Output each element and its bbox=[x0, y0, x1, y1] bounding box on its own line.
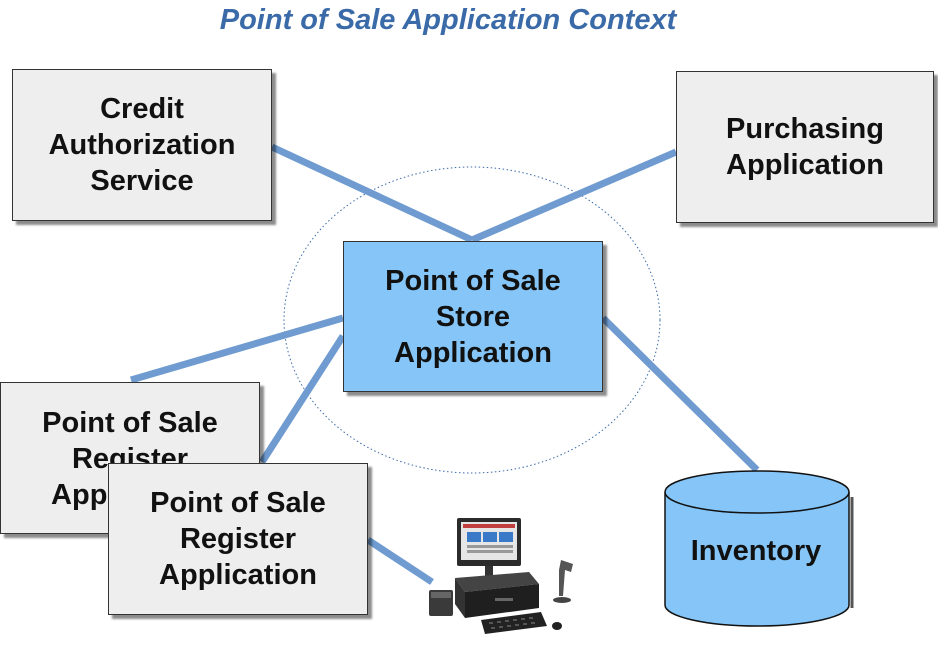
purchasing-application-box: Purchasing Application bbox=[676, 71, 934, 223]
context-boundary bbox=[283, 166, 661, 474]
connector-store-inventory bbox=[600, 315, 760, 473]
diagram-title: Point of Sale Application Context bbox=[219, 4, 677, 36]
connector-credit-store bbox=[270, 143, 474, 244]
pos-terminal-hardware-icon bbox=[429, 518, 573, 634]
connector-register-terminal bbox=[366, 537, 434, 585]
inventory-cylinder bbox=[664, 470, 854, 627]
connector-register2-store bbox=[259, 334, 346, 464]
connector-register-store bbox=[130, 314, 344, 384]
pos-store-application-box: Point of Sale Store Application bbox=[343, 241, 603, 392]
connector-purchasing-store bbox=[470, 148, 678, 244]
inventory-label: Inventory bbox=[690, 535, 822, 567]
pos-register-application-box-front: Point of Sale Register Application bbox=[108, 463, 368, 615]
credit-authorization-service-box: Credit Authorization Service bbox=[12, 69, 272, 221]
